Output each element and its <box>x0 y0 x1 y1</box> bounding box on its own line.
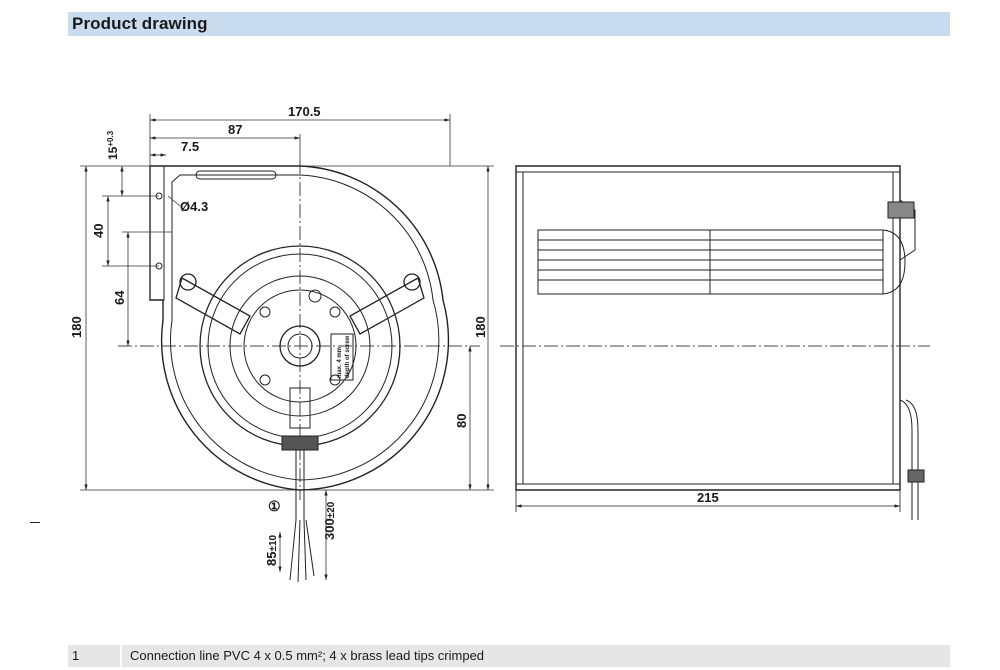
cable-gland <box>281 387 319 583</box>
dim-cable-300: 300±20 <box>322 501 337 540</box>
motor-screws <box>259 289 341 386</box>
callout-marker: ① <box>268 498 281 514</box>
support-struts <box>175 273 425 335</box>
dim-height-right: 180 <box>473 316 488 338</box>
dim-cable-85: 85±10 <box>264 534 279 566</box>
section-title: Product drawing <box>72 14 208 33</box>
side-view <box>500 165 930 520</box>
dim-length-215: 215 <box>697 490 719 505</box>
legend-number: 1 <box>68 645 122 667</box>
section-header: Product drawing <box>68 12 950 36</box>
motor-shaft-inner <box>287 333 313 359</box>
rotor-ring <box>229 275 371 417</box>
housing-scroll <box>149 165 450 491</box>
motor-label-line2: depth of screw <box>345 335 351 378</box>
dim-64: 64 <box>112 290 127 305</box>
mounting-slot <box>195 170 277 180</box>
dim-hole-diameter: Ø4.3 <box>180 199 208 214</box>
dim-7-5: 7.5 <box>181 139 199 154</box>
housing-inner <box>170 174 440 481</box>
motor-label-box <box>330 333 354 381</box>
dim-87: 87 <box>228 122 242 137</box>
dim-overall-width: 170.5 <box>288 104 321 119</box>
legend-row: 1 Connection line PVC 4 x 0.5 mm²; 4 x b… <box>68 645 950 667</box>
dim-15: 15+0.3 <box>106 130 120 160</box>
motor-label-line1: max. 4 mm <box>337 347 343 378</box>
motor-shaft <box>279 325 321 367</box>
dim-height-left: 180 <box>69 316 84 338</box>
dim-80: 80 <box>454 414 469 428</box>
dim-40: 40 <box>91 224 106 238</box>
margin-mark <box>30 522 40 523</box>
centerlines-front <box>118 160 480 500</box>
motor-hub <box>243 289 357 403</box>
dimension-lines-front <box>80 114 494 580</box>
outlet-flange <box>149 165 165 301</box>
legend-text: Connection line PVC 4 x 0.5 mm²; 4 x bra… <box>130 648 485 663</box>
